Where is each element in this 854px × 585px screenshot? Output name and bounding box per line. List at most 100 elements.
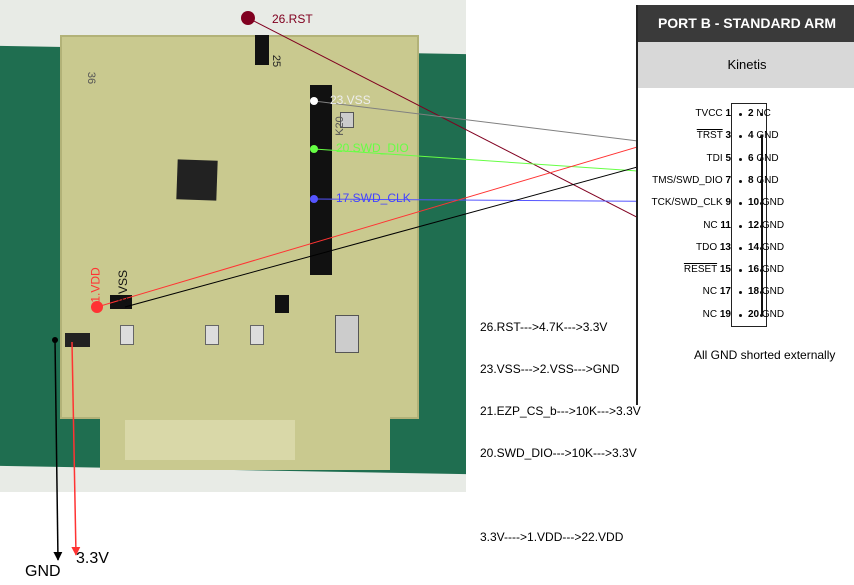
pin-dot [760,179,763,183]
pin-name: NC [702,308,718,320]
pin-name: GND [756,174,779,186]
v33-arrow [71,341,81,556]
pin-name: TRST [696,130,723,142]
port-b-panel: PORT B - STANDARD ARM Kinetis TVCC 1 2 NC… [636,5,854,405]
pin-dot [760,157,763,161]
pin-name: GND [761,308,785,320]
note-line: 26.RST--->4.7K--->3.3V [480,320,608,334]
pin-name: GND [761,286,785,298]
pin-number: 11 [720,219,731,231]
pin-left-3: TRST 3 [697,130,731,141]
pin-name: NC [756,108,771,119]
pin-number: 9 [725,197,731,209]
label-rst: 26.RST [272,12,313,26]
pin-number: 19 [719,308,731,320]
crystal [335,315,359,353]
label-gnd: GND [25,563,61,580]
pin-left-17: NC 17 [703,286,731,297]
pin-right-12: 12 GND [748,220,784,231]
panel-footer: All GND shorted externally [694,348,836,362]
pin-left-15: RESET 15 [684,264,731,275]
pin-dot [760,202,763,206]
label-vdd: 1.VDD [88,267,103,303]
pin-dot [739,224,742,228]
pin-number: 10 [748,197,760,209]
pin-dot [739,291,742,295]
note-line: 21.EZP_CS_b--->10K--->3.3V [480,404,641,418]
pin-name: TDI [706,152,723,164]
pin-name: TCK/SWD_CLK [651,197,723,209]
pin-name: GND [761,241,785,253]
pin-right-4: 4 GND [748,130,779,141]
pin-dot [760,224,763,228]
pin-dot [760,313,763,317]
pin-name: GND [756,130,779,142]
label-swd-clk: 17.SWD_CLK [336,191,411,205]
pin-number: 5 [725,152,731,164]
note-line: 23.VSS--->2.VSS--->GND [480,362,620,376]
pin-dot [760,113,763,116]
pin-header [310,85,332,275]
pin-name: NC [703,219,718,231]
pcb-board [60,35,419,419]
connector-outline [731,103,767,327]
pin-dot [760,269,763,273]
pin-number: 1 [725,108,731,119]
pin-dot [739,179,742,183]
gnd-dot [52,337,58,343]
pin-number: 2 [748,108,754,119]
vss23-dot [310,97,318,105]
rst-component [255,35,269,65]
pin-dot [760,246,763,250]
transistor [275,295,289,313]
pin-number: 6 [748,152,754,164]
resistor [205,325,219,345]
pin-right-8: 8 GND [748,175,779,186]
pin-number: 17 [719,286,731,298]
pin-number: 8 [748,174,754,186]
rst-dot [241,11,255,25]
pin-left-7: TMS/SWD_DIO 7 [652,175,731,186]
power-connector [65,333,90,347]
pin-name: GND [761,219,785,231]
note-line: 20.SWD_DIO--->10K--->3.3V [480,446,637,460]
panel-subtitle: Kinetis [638,42,854,88]
pin-name: RESET [683,264,718,276]
pin-number: 15 [719,264,731,276]
pin-dot [739,157,742,161]
pin-dot [739,202,742,206]
pin-number: 14 [748,241,760,253]
pin-name: GND [761,197,785,209]
pin-name: TVCC [695,108,723,119]
pin-number: 20 [748,308,760,320]
pin-number: 13 [719,241,731,253]
pin-number: 4 [748,130,754,142]
pcb-slot [125,420,295,460]
pin-left-11: NC 11 [703,220,731,231]
resistor [120,325,134,345]
pin-left-5: TDI 5 [707,153,731,164]
connection-notes: 26.RST--->4.7K--->3.3V 23.VSS--->2.VSS--… [480,292,641,558]
pin-left-19: NC 19 [703,309,731,320]
pin-name: TMS/SWD_DIO [652,174,723,186]
pin-number: 7 [725,174,731,186]
pin-left-13: TDO 13 [696,242,731,253]
pin-right-18: 18 GND [748,286,784,297]
pin-name: GND [761,264,785,276]
pin-right-10: 10 GND [748,197,784,208]
pin-name: NC [702,286,718,298]
pin-dot [739,313,742,317]
pin-right-16: 16 GND [748,264,784,275]
note-line [480,488,641,502]
pin-dot [739,269,742,273]
dio-dot [310,145,318,153]
panel-title: PORT B - STANDARD ARM [638,5,854,42]
pin-right-6: 6 GND [748,153,779,164]
label-swd-dio: 20.SWD_DIO [336,141,409,155]
pin-right-14: 14 GND [748,242,784,253]
gnd-arrow [53,339,63,561]
pin-number: 3 [725,130,731,142]
pin-dot [739,135,742,139]
capacitor [340,112,354,128]
pin-right-2: 2 NC [748,108,771,119]
